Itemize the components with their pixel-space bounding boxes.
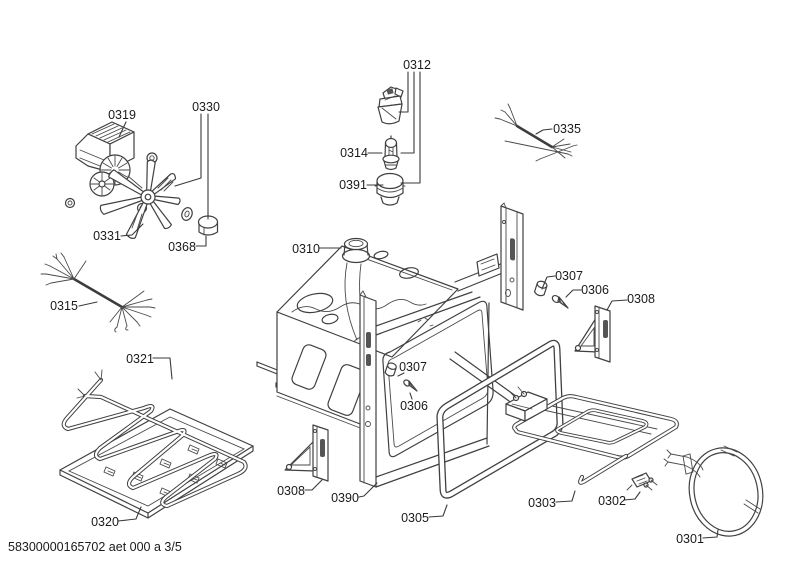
part-label-bushing-right: 0307 <box>555 269 583 283</box>
part-label-nut: 0368 <box>168 240 196 254</box>
part-label-bracket-right: 0308 <box>627 292 655 306</box>
part-label-lamp-bulb: 0314 <box>340 146 368 160</box>
part-label-cable-set: 0335 <box>553 122 581 136</box>
screw-cavity-drawing <box>403 379 418 392</box>
leader-lines <box>78 71 719 539</box>
grill-heating-element-drawing <box>505 386 679 485</box>
part-label-fan-impeller: 0330 <box>192 100 220 114</box>
part-label-connection-piece: 0302 <box>598 494 626 508</box>
cap-drawing <box>341 237 371 264</box>
part-label-cable-harness: 0315 <box>50 299 78 313</box>
cable-set-drawing <box>494 103 578 162</box>
cable-harness-drawing <box>40 252 156 333</box>
part-label-oven-cavity: 0390 <box>331 491 359 505</box>
part-label-fan-motor: 0319 <box>108 108 136 122</box>
part-label-fan-blade: 0331 <box>93 229 121 243</box>
fan-impeller-drawing <box>99 159 181 239</box>
document-code: 58300000165702 aet 000 a 3/5 <box>8 540 182 554</box>
part-label-bottom-element: 0321 <box>126 352 154 366</box>
bottom-heating-element-drawing <box>61 369 248 509</box>
frame-drawing <box>436 339 564 499</box>
part-label-screw-cavity: 0306 <box>400 399 428 413</box>
bushing-right-drawing <box>533 280 548 297</box>
part-label-bracket-left: 0308 <box>277 484 305 498</box>
lamp-socket-drawing <box>377 86 404 125</box>
lamp-bulb-drawing <box>382 135 400 171</box>
part-labels: 0319 0330 0368 0331 0315 0321 0320 0312 … <box>50 58 704 546</box>
oven-cavity-drawing <box>256 202 536 488</box>
part-label-lamp-assembly: 0312 <box>403 58 431 72</box>
part-label-ring-element: 0301 <box>676 532 704 546</box>
part-label-cap: 0310 <box>292 242 320 256</box>
connection-piece-drawing <box>626 472 658 491</box>
part-label-screw-right: 0306 <box>581 283 609 297</box>
part-label-base-plate: 0320 <box>91 515 119 529</box>
part-label-grill-element: 0303 <box>528 496 556 510</box>
nut-drawing <box>197 215 219 236</box>
bracket-right-drawing <box>574 305 611 363</box>
grommet-drawing <box>181 207 193 221</box>
part-label-frame: 0305 <box>401 511 429 525</box>
part-label-bushing-cavity: 0307 <box>399 360 427 374</box>
bracket-left-drawing <box>284 424 329 482</box>
screw-right-drawing <box>551 294 569 309</box>
lamp-cover-drawing <box>374 172 406 206</box>
bushing-cavity-drawing <box>384 362 397 377</box>
ring-heating-element-drawing <box>663 445 764 537</box>
part-label-lamp-cover: 0391 <box>339 178 367 192</box>
